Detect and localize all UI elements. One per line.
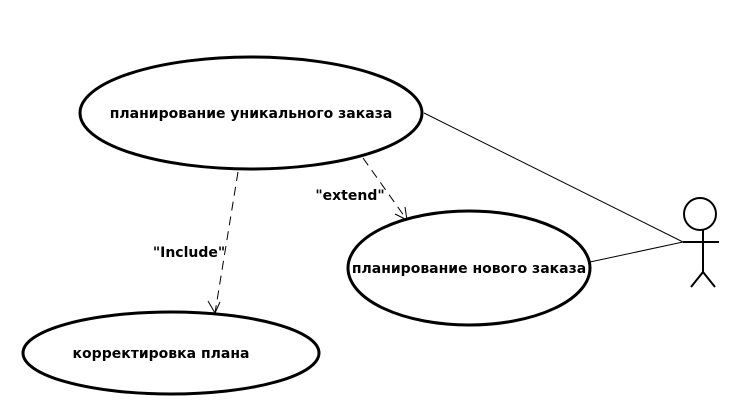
- use-case-new-order-label: планирование нового заказа: [352, 261, 586, 277]
- use-case-unique-order: планирование уникального заказа: [78, 55, 424, 171]
- actor-figure: [683, 197, 719, 288]
- use-case-plan-correction: корректировка плана: [21, 310, 321, 396]
- include-arrowhead: [207, 300, 221, 315]
- use-case-new-order: планирование нового заказа: [346, 209, 592, 327]
- extend-dependency-line: [362, 157, 408, 221]
- use-case-unique-order-label: планирование уникального заказа: [110, 106, 393, 122]
- actor-left-leg: [690, 271, 704, 288]
- actor-right-leg: [702, 271, 716, 288]
- actor-head: [683, 197, 717, 231]
- extend-label: "extend": [315, 188, 384, 204]
- association-new-order-actor: [589, 241, 684, 263]
- include-dependency-line: [214, 171, 239, 314]
- use-case-plan-correction-label: корректировка плана: [73, 346, 250, 362]
- association-unique-order-actor: [423, 112, 684, 243]
- include-label: "Include": [153, 245, 225, 261]
